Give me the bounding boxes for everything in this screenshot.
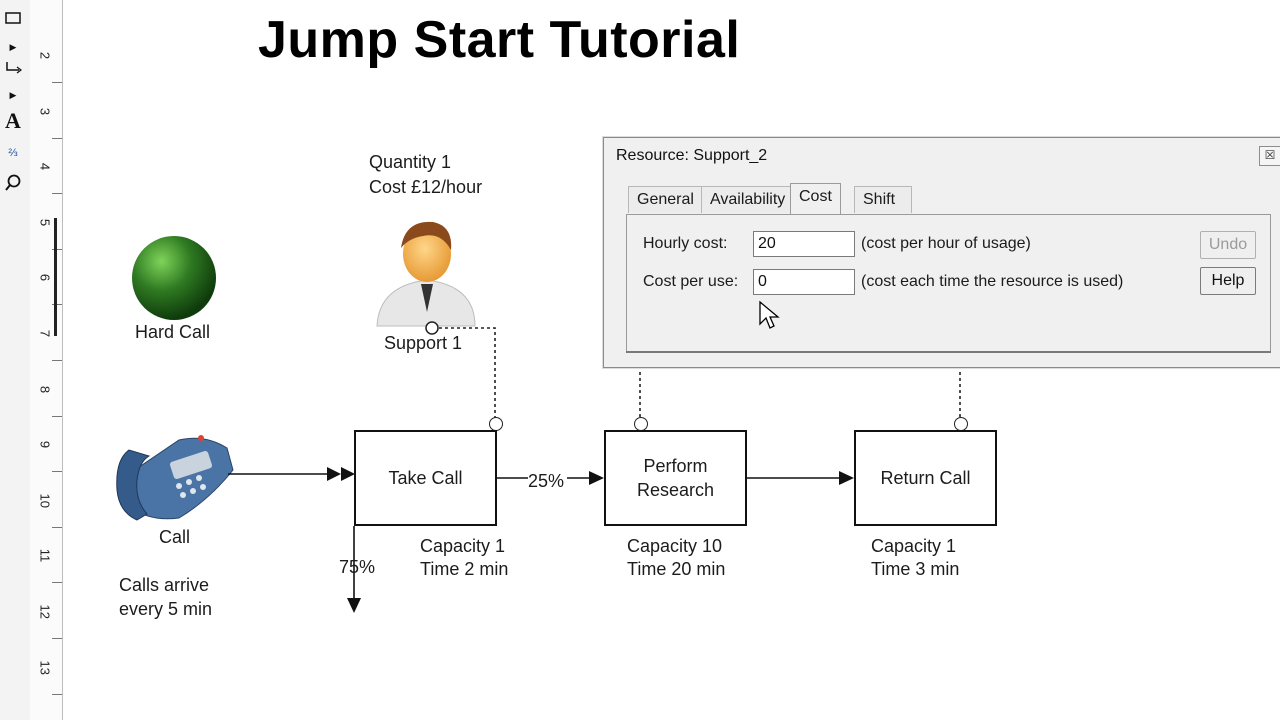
activity-name-line1: Perform — [643, 456, 708, 476]
page-title: Jump Start Tutorial — [258, 11, 741, 69]
ruler-tick — [52, 526, 62, 528]
tab-cost[interactable]: Cost — [790, 183, 841, 214]
zoom-tool-icon[interactable] — [0, 174, 26, 196]
cost-per-use-label: Cost per use: — [643, 273, 739, 290]
resource-connector[interactable] — [634, 417, 648, 431]
help-button[interactable]: Help — [1200, 267, 1256, 295]
ruler-tick — [52, 193, 62, 195]
expand-arrow-icon[interactable]: ▶ — [9, 42, 17, 52]
ruler-tick — [52, 248, 62, 250]
diagram-canvas: Jump Start Tutorial Hard Call Quantity 1… — [63, 0, 1280, 720]
ruler-number: 4 — [37, 163, 53, 171]
resource-link-support — [433, 327, 496, 418]
dialog-title: Resource: Support_2 — [616, 147, 768, 164]
phone-icon[interactable] — [109, 420, 241, 526]
expand-arrow-icon[interactable]: ▶ — [9, 90, 17, 100]
panel-divider — [626, 348, 1271, 353]
arrival-line2: every 5 min — [119, 599, 213, 619]
tool-palette: ▶ ▶ A ⅔ — [0, 0, 31, 720]
hourly-cost-label: Hourly cost: — [643, 235, 728, 252]
activity-capacity: Capacity 1 — [871, 536, 957, 556]
arrival-line1: Calls arrive — [119, 575, 210, 595]
ruler-number: 7 — [37, 329, 53, 338]
ruler-tick — [52, 82, 62, 83]
activity-time: Time 3 min — [871, 559, 960, 579]
activity-return-call[interactable]: Return Call — [854, 430, 997, 526]
person-resource-icon[interactable] — [371, 214, 481, 330]
ruler-tick — [52, 471, 62, 473]
activity-capacity: Capacity 10 — [627, 536, 723, 556]
resource-connector[interactable] — [954, 417, 968, 431]
activity-time: Time 20 min — [627, 559, 726, 579]
ruler-tick — [52, 360, 62, 361]
ruler-tick — [52, 582, 62, 584]
undo-button[interactable]: Undo — [1200, 231, 1256, 259]
route-percent-research[interactable]: 25% — [528, 471, 565, 492]
cost-panel: Hourly cost: 20 (cost per hour of usage)… — [626, 214, 1271, 352]
resource-connector[interactable] — [489, 417, 503, 431]
ruler-number: 6 — [37, 274, 53, 282]
activity-time: Time 2 min — [420, 559, 509, 579]
activity-capacity: Capacity 1 — [420, 536, 506, 556]
activity-take-call[interactable]: Take Call — [354, 430, 497, 526]
close-icon[interactable]: ☒ — [1259, 146, 1280, 166]
hourly-cost-hint: (cost per hour of usage) — [861, 235, 1031, 252]
ruler-number: 13 — [37, 660, 53, 675]
flow-connectors — [228, 321, 961, 613]
ruler-selection-marker — [54, 218, 57, 336]
ruler-tick — [52, 693, 62, 695]
cost-per-use-hint: (cost each time the resource is used) — [861, 273, 1124, 290]
hourly-cost-input[interactable]: 20 — [753, 231, 855, 257]
activity-name: Take Call — [388, 468, 463, 488]
activity-perform-research[interactable]: Perform Research — [604, 430, 747, 526]
text-tool-icon[interactable]: A — [5, 108, 21, 133]
ruler-number: 5 — [37, 218, 53, 226]
call-label: Call — [159, 527, 191, 547]
tab-general[interactable]: General — [628, 186, 703, 213]
rectangle-tool-icon[interactable] — [0, 8, 26, 30]
hard-call-icon[interactable] — [131, 235, 219, 323]
route-percent-exit[interactable]: 75% — [339, 557, 376, 577]
activity-name: Return Call — [880, 468, 971, 488]
ruler-number: 3 — [37, 107, 53, 115]
ruler-tick — [52, 304, 62, 306]
ruler-number: 9 — [37, 441, 53, 449]
ruler-tick — [52, 638, 62, 639]
ruler-number: 10 — [37, 493, 53, 508]
support-quantity: Quantity 1 — [369, 152, 452, 172]
ruler-tick — [52, 137, 62, 139]
renumber-tool-icon[interactable]: ⅔ — [8, 147, 18, 159]
vertical-ruler: 2 3 4 5 6 7 8 9 10 11 12 13 — [30, 0, 63, 720]
ruler-number: 11 — [37, 549, 53, 563]
tab-shift[interactable]: Shift — [854, 186, 913, 213]
cost-per-use-input[interactable]: 0 — [753, 269, 855, 295]
hard-call-label: Hard Call — [135, 322, 211, 342]
ruler-number: 12 — [37, 604, 53, 619]
support-label: Support 1 — [384, 333, 463, 353]
activity-name-line2: Research — [636, 480, 715, 500]
ruler-tick — [52, 415, 62, 417]
ruler-number: 2 — [37, 51, 53, 60]
support-cost: Cost £12/hour — [369, 177, 483, 197]
resource-dialog: Resource: Support_2 ☒ General Availabili… — [603, 137, 1280, 368]
tab-availability[interactable]: Availability — [701, 186, 795, 213]
ruler-number: 8 — [37, 385, 53, 393]
mouse-cursor-icon — [759, 300, 780, 329]
connector-tool-icon[interactable] — [0, 60, 26, 82]
